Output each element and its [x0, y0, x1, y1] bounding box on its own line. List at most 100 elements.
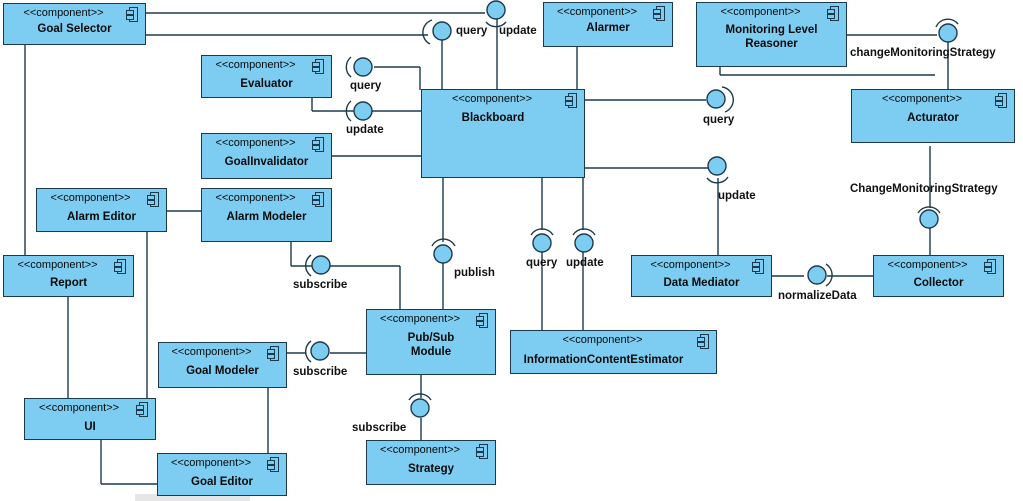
component-pubsub-module[interactable]: <<component>> Pub/Sub Module: [366, 309, 496, 375]
component-data-mediator[interactable]: <<component>> Data Mediator: [631, 255, 772, 297]
interface-socket: [721, 86, 734, 113]
component-blackboard[interactable]: <<component>> Blackboard: [421, 89, 585, 178]
interface-socket: [935, 18, 959, 28]
component-name: Blackboard: [461, 112, 525, 124]
interface-ball: [353, 57, 373, 77]
interface-ball: [532, 233, 552, 253]
component-stereotype: <<component>>: [171, 346, 252, 358]
component-alarm-editor[interactable]: <<component>> Alarm Editor: [36, 188, 167, 232]
component-icon: [136, 402, 148, 417]
component-stereotype: <<component>>: [215, 137, 296, 149]
component-icon: [267, 457, 279, 472]
component-goal-editor[interactable]: <<component>> Goal Editor: [157, 453, 287, 496]
component-report[interactable]: <<component>> Report: [3, 255, 134, 297]
component-acturator[interactable]: <<component>> Acturator: [851, 89, 1015, 143]
interface-ball: [938, 23, 958, 43]
component-name: Collector: [913, 277, 964, 289]
component-name: Alarm Editor: [66, 211, 136, 223]
component-icon: [114, 259, 126, 274]
interface-socket: [706, 176, 729, 184]
component-stereotype: <<component>>: [562, 334, 643, 346]
interface-socket: [431, 238, 456, 247]
component-stereotype: <<component>>: [379, 444, 461, 456]
interface-ball: [707, 156, 727, 176]
interface-socket: [305, 340, 312, 363]
component-icon: [565, 93, 577, 108]
interface-ball: [919, 209, 939, 229]
component-name: Strategy: [407, 463, 455, 475]
component-name: Pub/Sub Module: [407, 332, 455, 358]
interface-ball: [353, 101, 373, 121]
interface-label-subscribe: subscribe: [293, 366, 348, 378]
component-icon: [827, 6, 839, 21]
component-alarmer[interactable]: <<component>> Alarmer: [543, 2, 673, 47]
component-monitoring-level-reasoner[interactable]: <<component>> Monitoring Level Reasoner: [696, 2, 847, 67]
component-information-content-estimator[interactable]: <<component>> InformationContentEstimato…: [510, 330, 717, 374]
interface-label-query: query: [456, 25, 488, 37]
interface-socket: [345, 100, 352, 122]
component-strategy[interactable]: <<component>> Strategy: [366, 440, 496, 485]
component-icon: [476, 313, 488, 328]
component-icon: [984, 259, 996, 274]
component-goal-modeler[interactable]: <<component>> Goal Modeler: [158, 342, 287, 388]
interface-ball: [486, 0, 506, 20]
component-name: Goal Selector: [37, 23, 112, 35]
component-icon: [267, 346, 279, 361]
component-icon: [147, 192, 159, 207]
interface-label-update: update: [499, 25, 537, 37]
interface-label-change-monitoring-strategy: ChangeMonitoringStrategy: [850, 183, 998, 195]
interface-ball: [807, 265, 827, 285]
interface-label-publish: publish: [454, 267, 495, 279]
component-stereotype: <<component>>: [887, 259, 968, 271]
component-stereotype: <<component>>: [38, 402, 120, 414]
component-stereotype: <<component>>: [379, 313, 461, 325]
interface-ball: [433, 244, 453, 264]
component-stereotype: <<component>>: [170, 457, 252, 469]
component-stereotype: <<component>>: [50, 192, 131, 204]
interface-label-normalize-data: normalizeData: [778, 290, 857, 302]
component-icon: [312, 137, 324, 152]
interface-socket: [422, 19, 433, 45]
interface-label-change-monitoring-strategy: changeMonitoringStrategy: [850, 47, 996, 59]
interface-ball: [706, 89, 726, 109]
component-ui[interactable]: <<component>> UI: [24, 398, 156, 440]
interface-label-update: update: [346, 124, 384, 136]
component-goal-invalidator[interactable]: <<component>> GoalInvalidator: [201, 133, 332, 179]
component-name: InformationContentEstimator: [523, 354, 684, 366]
interface-ball: [311, 255, 331, 275]
interface-ball: [410, 398, 430, 418]
component-collector[interactable]: <<component>> Collector: [873, 255, 1004, 297]
background-strip: [135, 494, 250, 501]
interface-ball: [432, 21, 452, 41]
component-stereotype: <<component>>: [17, 259, 98, 271]
component-name: UI: [84, 421, 96, 433]
component-stereotype: <<component>>: [881, 93, 963, 105]
component-goal-selector[interactable]: <<component>> Goal Selector: [3, 3, 146, 45]
interface-socket: [917, 206, 941, 214]
component-evaluator[interactable]: <<component>> Evaluator: [201, 55, 332, 98]
component-icon: [752, 259, 764, 274]
component-icon: [312, 192, 324, 207]
interface-ball: [310, 341, 330, 361]
component-name: Evaluator: [240, 78, 293, 90]
component-name: Alarm Modeler: [226, 211, 307, 223]
component-name: Goal Modeler: [186, 365, 259, 377]
component-icon: [312, 59, 324, 74]
component-stereotype: <<component>>: [215, 59, 296, 71]
interface-socket: [408, 393, 432, 401]
component-stereotype: <<component>>: [556, 6, 638, 18]
interface-label-subscribe: subscribe: [293, 279, 348, 291]
component-alarm-modeler[interactable]: <<component>> Alarm Modeler: [201, 188, 332, 242]
component-icon: [995, 93, 1007, 108]
interface-label-subscribe: subscribe: [352, 422, 407, 434]
component-name: Acturator: [907, 112, 959, 124]
interface-label-query: query: [526, 257, 558, 269]
component-stereotype: <<component>>: [451, 93, 533, 105]
component-name: Alarmer: [586, 22, 630, 34]
component-icon: [697, 334, 709, 349]
component-icon: [126, 7, 138, 22]
component-name: Data Mediator: [663, 277, 740, 289]
component-stereotype: <<component>>: [650, 259, 731, 271]
component-name: Goal Editor: [191, 476, 253, 488]
